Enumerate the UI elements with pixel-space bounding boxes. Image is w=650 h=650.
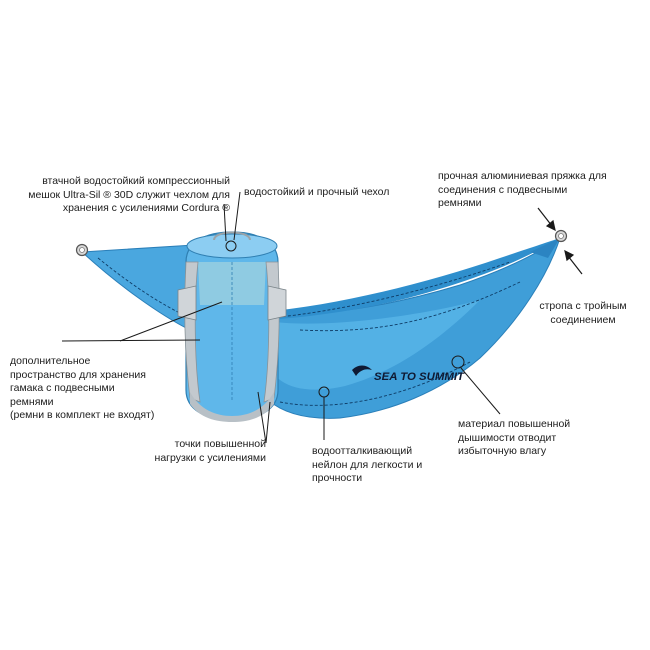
label-nylon: водоотталкивающий нейлон для легкости и … bbox=[312, 445, 423, 484]
brand-logo: SEA TO SUMMIT bbox=[352, 365, 465, 383]
sack-body bbox=[185, 231, 279, 421]
sack-top-loop bbox=[213, 231, 251, 241]
brand-wave-icon bbox=[352, 365, 372, 376]
sack-strap-right bbox=[267, 285, 287, 321]
marker-breathable bbox=[451, 355, 465, 369]
leader-breathable bbox=[460, 367, 501, 415]
hammock-stitch-middle bbox=[299, 281, 521, 332]
compression-sack bbox=[177, 231, 287, 422]
hammock-top-edge bbox=[262, 238, 560, 320]
leader-stress-points-2 bbox=[265, 401, 271, 444]
label-breathable: материал повышенной дышимости отводит из… bbox=[458, 418, 571, 457]
marker-cover bbox=[225, 240, 237, 252]
label-compression-sack: втачной водостойкий компрессионный мешок… bbox=[28, 175, 230, 214]
brand-logo-text: SEA TO SUMMIT bbox=[374, 371, 465, 383]
sack-strap-left bbox=[177, 285, 197, 321]
arrow-buckle-icon bbox=[537, 207, 556, 232]
leader-cover bbox=[233, 191, 241, 241]
leader-stress-points bbox=[257, 391, 267, 444]
hammock-stitch-upper bbox=[267, 261, 511, 319]
label-cover: водостойкий и прочный чехол bbox=[244, 186, 390, 198]
buckle-left-icon bbox=[75, 243, 89, 257]
arrow-triple-strap-icon bbox=[564, 249, 583, 275]
leader-extra-storage-2 bbox=[119, 301, 223, 342]
hammock-right-tail bbox=[530, 238, 560, 258]
label-extra-storage: дополнительное пространство для хранения… bbox=[10, 355, 155, 421]
leader-lines bbox=[61, 191, 501, 444]
leader-extra-storage bbox=[61, 339, 201, 342]
label-triple-strap: стропа с тройным соединением bbox=[539, 300, 627, 326]
label-stress-points: точки повышенной нагрузки с усилениями bbox=[154, 438, 266, 464]
leader-compression-sack bbox=[223, 203, 227, 242]
sack-bottom-band bbox=[190, 392, 274, 422]
buckle-right-icon bbox=[554, 229, 568, 243]
sack-lid bbox=[186, 233, 278, 259]
arrows bbox=[537, 207, 583, 275]
hammock-trough bbox=[275, 300, 480, 390]
label-buckle: прочная алюминиевая пряжка для соединени… bbox=[438, 170, 607, 209]
hammock-stitch-left-wing bbox=[97, 257, 191, 319]
